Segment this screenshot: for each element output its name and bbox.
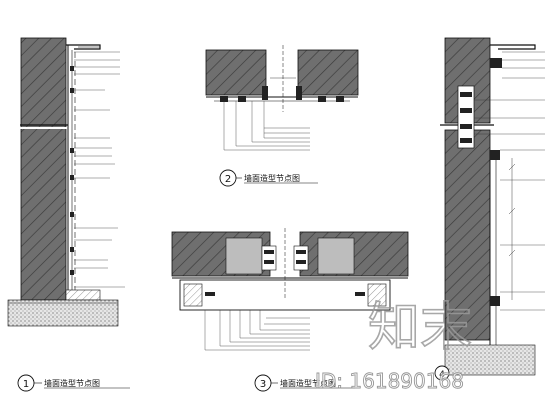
watermark-id: ID: 161890168: [315, 369, 464, 393]
detail-1-title-text: 墙面造型节点图: [44, 378, 100, 388]
detail-4-number: 4: [439, 370, 445, 380]
detail-1-drawing: [7, 37, 125, 327]
detail-4-number-circle: [434, 365, 450, 381]
detail-3-title-text: 墙面造型节点图: [280, 378, 336, 388]
detail-4-drawing: [440, 37, 545, 376]
detail-2-wall-left: [205, 49, 267, 96]
detail-2-title-text: 墙面造型节点图: [244, 173, 300, 183]
detail-3-drawing: [171, 228, 409, 351]
detail-3-title: 3 墙面造型节点图: [254, 374, 355, 392]
watermark: 知末 ID: 161890168: [315, 297, 473, 393]
detail-2-title: 2 墙面造型节点图: [219, 169, 318, 187]
detail-1-title: 1 墙面造型节点图: [17, 374, 130, 392]
detail-1-number: 1: [23, 379, 29, 390]
detail-3-number: 3: [260, 379, 266, 390]
detail-4-title: 4: [434, 365, 450, 381]
detail-2-drawing: [205, 45, 359, 151]
detail-1-concrete-wall: [20, 37, 67, 301]
detail-4-concrete-wall-lower: [444, 129, 491, 341]
watermark-logo: 知末: [368, 298, 472, 358]
detail-2-number: 2: [225, 174, 231, 185]
detail-2-wall-right: [297, 49, 359, 96]
